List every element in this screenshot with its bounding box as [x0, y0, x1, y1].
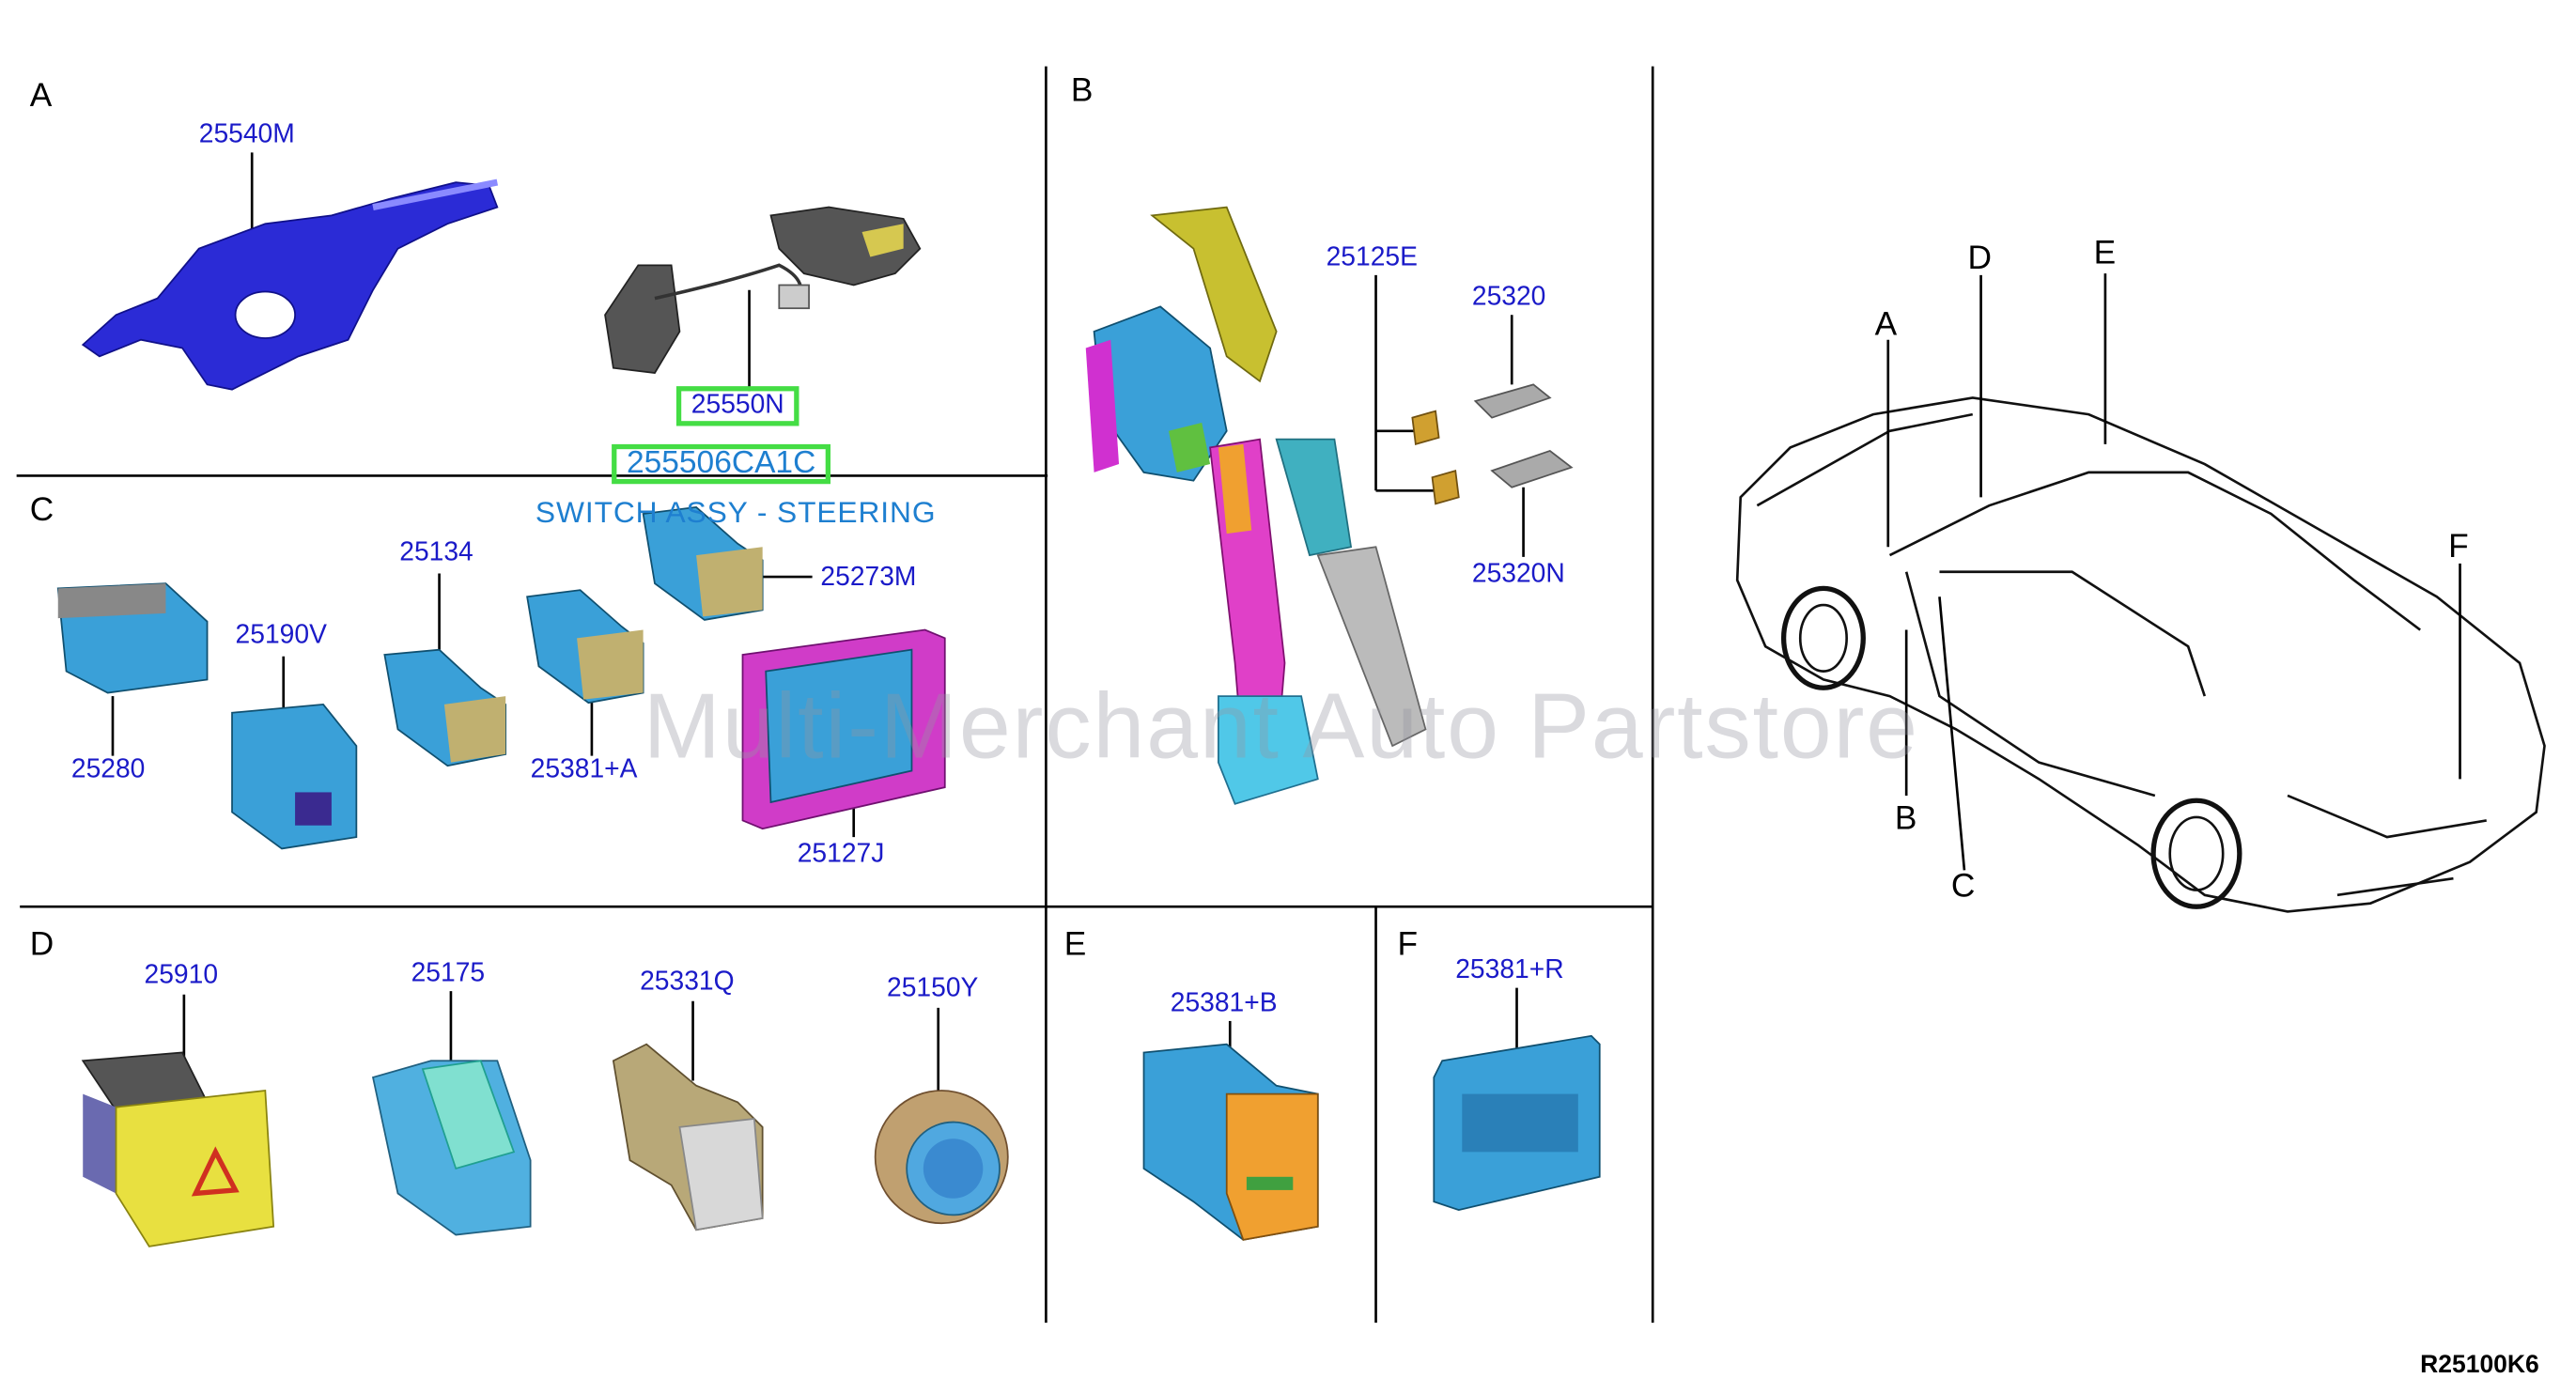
- section-e-label: E: [1064, 926, 1087, 963]
- combination-switch-part: [83, 182, 497, 390]
- part-label-255506ca1c[interactable]: 255506CA1C: [612, 444, 830, 484]
- part-label-25381a[interactable]: 25381+A: [531, 756, 638, 786]
- car-callout-a: A: [1875, 306, 1898, 343]
- part-label-25320[interactable]: 25320: [1472, 284, 1546, 314]
- part-label-25910[interactable]: 25910: [145, 961, 219, 991]
- part-label-25381r[interactable]: 25381+R: [1455, 956, 1563, 986]
- car-callout-f: F: [2448, 529, 2469, 565]
- part-label-25540m[interactable]: 25540M: [199, 121, 295, 151]
- part-description: SWITCH ASSY - STEERING: [535, 496, 937, 531]
- car-illustration: [1737, 397, 2544, 911]
- watermark-text: Multi-Merchant Auto Partstore: [644, 672, 1919, 780]
- panel-f-switch: [1434, 1036, 1599, 1210]
- part-label-25280[interactable]: 25280: [71, 756, 146, 786]
- part-label-25273m[interactable]: 25273M: [820, 564, 916, 594]
- part-label-25125e[interactable]: 25125E: [1327, 243, 1418, 273]
- part-label-25550n[interactable]: 25550N: [676, 386, 799, 426]
- car-callout-e: E: [2094, 236, 2117, 272]
- panel-e-switch: [1144, 1045, 1318, 1240]
- part-label-25331q[interactable]: 25331Q: [640, 968, 734, 998]
- part-label-25134[interactable]: 25134: [399, 538, 473, 568]
- steering-switch-part: [605, 208, 920, 373]
- section-b-label: B: [1071, 73, 1094, 110]
- diagram-code: R25100K6: [2420, 1351, 2539, 1379]
- panel-d-switches: [83, 1045, 1008, 1247]
- part-label-25127j[interactable]: 25127J: [798, 841, 885, 871]
- part-label-25190v[interactable]: 25190V: [236, 622, 327, 652]
- car-callout-d: D: [1967, 240, 1992, 277]
- part-label-25150y[interactable]: 25150Y: [887, 975, 978, 1005]
- car-callout-c: C: [1951, 869, 1976, 906]
- section-f-label: F: [1397, 926, 1418, 963]
- car-callout-b: B: [1895, 800, 1917, 837]
- part-label-25381b[interactable]: 25381+B: [1171, 989, 1278, 1019]
- part-label-25175[interactable]: 25175: [411, 960, 486, 990]
- pedal-small-parts: [1412, 384, 1571, 503]
- section-d-label: D: [30, 926, 54, 963]
- part-label-25320n[interactable]: 25320N: [1472, 560, 1565, 590]
- section-c-label: C: [30, 492, 54, 529]
- section-a-label: A: [30, 78, 53, 115]
